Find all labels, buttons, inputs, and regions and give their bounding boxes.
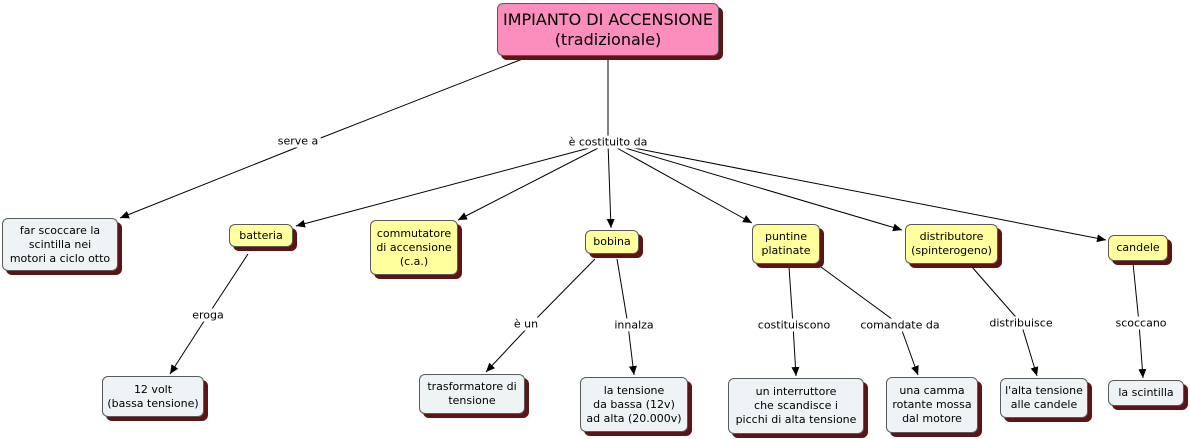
node-interruttore[interactable]: un interruttore che scandisce i picchi d… [728, 378, 864, 434]
node-distributore[interactable]: distributore (spinterogeno) [905, 224, 998, 264]
connector-candele-scoccano [1132, 262, 1140, 324]
node-batteria[interactable]: batteria [229, 224, 293, 247]
node-far-scoccare[interactable]: far scoccare la scintilla nei motori a c… [2, 218, 118, 271]
link-label-eroga: eroga [190, 308, 226, 322]
connector-bobina-innalza [616, 258, 629, 326]
connector-puntine-costituiscono [788, 266, 794, 326]
connector-to-distributore [607, 142, 903, 232]
node-la-tensione[interactable]: la tensione da bassa (12v) ad alta (20.0… [580, 377, 688, 432]
link-label-innalza: innalza [612, 318, 656, 332]
connector-costituiscono-interruttore [791, 324, 800, 377]
connector-to-candele [607, 142, 1107, 243]
connector-puntine-comandate [820, 266, 901, 326]
root-title-line1: IMPIANTO DI ACCENSIONE [502, 9, 713, 29]
link-label-serve-a: serve a [275, 134, 321, 148]
connector-to-batteria [295, 142, 609, 228]
link-label-distribuisce: distribuisce [987, 316, 1055, 330]
root-concept-node[interactable]: IMPIANTO DI ACCENSIONE (tradizionale) [497, 3, 719, 56]
node-camma[interactable]: una camma rotante mossa dal motore [886, 377, 978, 433]
node-12-volt[interactable]: 12 volt (bassa tensione) [102, 376, 204, 417]
connector-serve-a-far-scoccare [119, 140, 314, 219]
connector-innalza-tensione [627, 324, 637, 376]
link-label-costituiscono: costituiscono [755, 318, 833, 332]
node-trasformatore[interactable]: trasformatore di tensione [419, 374, 525, 414]
connector-scoccano-scintilla [1138, 322, 1147, 379]
connector-bobina-e-un [530, 258, 596, 325]
link-label-scoccano: scoccano [1113, 316, 1169, 330]
node-la-scintilla[interactable]: la scintilla [1108, 380, 1184, 406]
node-bobina[interactable]: bobina [585, 230, 639, 254]
connector-eroga-12volt [169, 314, 209, 375]
connector-to-commutatore [457, 142, 609, 221]
connector-distributore-distribuisce [971, 266, 1022, 324]
connector-to-bobina [606, 142, 615, 229]
node-alta-tensione[interactable]: l'alta tensione alle candele [1000, 378, 1088, 418]
connector-e-un-trasformatore [485, 323, 532, 373]
link-label-e-un: è un [511, 317, 541, 331]
node-candele[interactable]: candele [1108, 235, 1168, 261]
connector-to-puntine [607, 142, 753, 224]
connector-batteria-eroga [207, 253, 249, 316]
connector-root-serve-a [312, 57, 526, 142]
connector-comandate-camma [899, 324, 919, 376]
root-title-line2: (tradizionale) [554, 29, 662, 49]
link-label-costituito: è costituito da [566, 135, 650, 149]
node-puntine-platinate[interactable]: puntine platinate [752, 224, 820, 264]
link-label-comandate-da: comandate da [858, 318, 942, 332]
node-commutatore[interactable]: commutatore di accensione (c.a.) [370, 220, 458, 275]
connector-distribuisce-alta-tensione [1020, 322, 1039, 377]
